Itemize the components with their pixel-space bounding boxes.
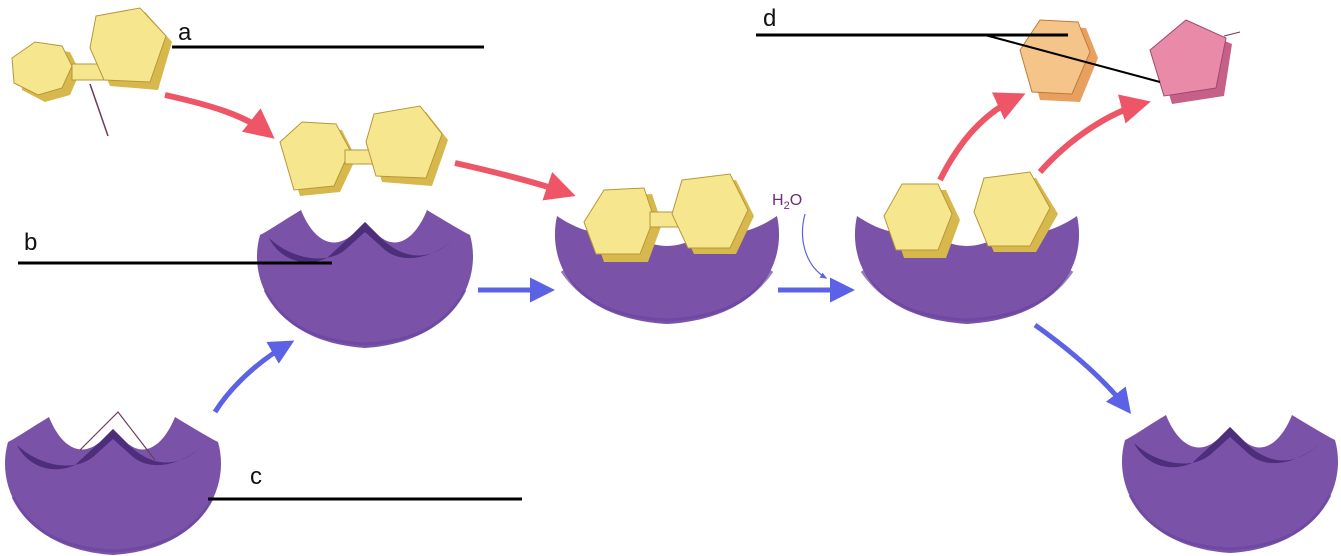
substrate-a <box>11 7 172 137</box>
enzyme-c <box>3 415 223 556</box>
enzyme-product-complex <box>853 171 1081 326</box>
red-arrow-2 <box>454 160 576 201</box>
red-arrow-3 <box>937 92 1026 182</box>
label-a: a <box>178 19 192 46</box>
blue-arrow-1 <box>212 340 295 414</box>
enzyme-c-dashed-outline <box>79 411 156 461</box>
enzyme-released <box>1120 413 1340 555</box>
enzyme-b <box>255 208 475 350</box>
label-d: d <box>763 5 776 32</box>
label-c: c <box>250 463 262 490</box>
label-line-d-pointer <box>984 34 1161 83</box>
water-arrow <box>801 213 828 279</box>
product-pink <box>1149 19 1241 104</box>
product-orange <box>1019 19 1098 102</box>
enzyme-substrate-complex <box>553 173 781 326</box>
label-b: b <box>24 229 37 256</box>
substrate-a-prime <box>279 105 448 196</box>
red-arrow-4 <box>1037 94 1151 174</box>
blue-arrow-4 <box>1033 322 1132 414</box>
water-label: H2O <box>772 192 802 212</box>
red-arrow-1 <box>164 92 275 139</box>
